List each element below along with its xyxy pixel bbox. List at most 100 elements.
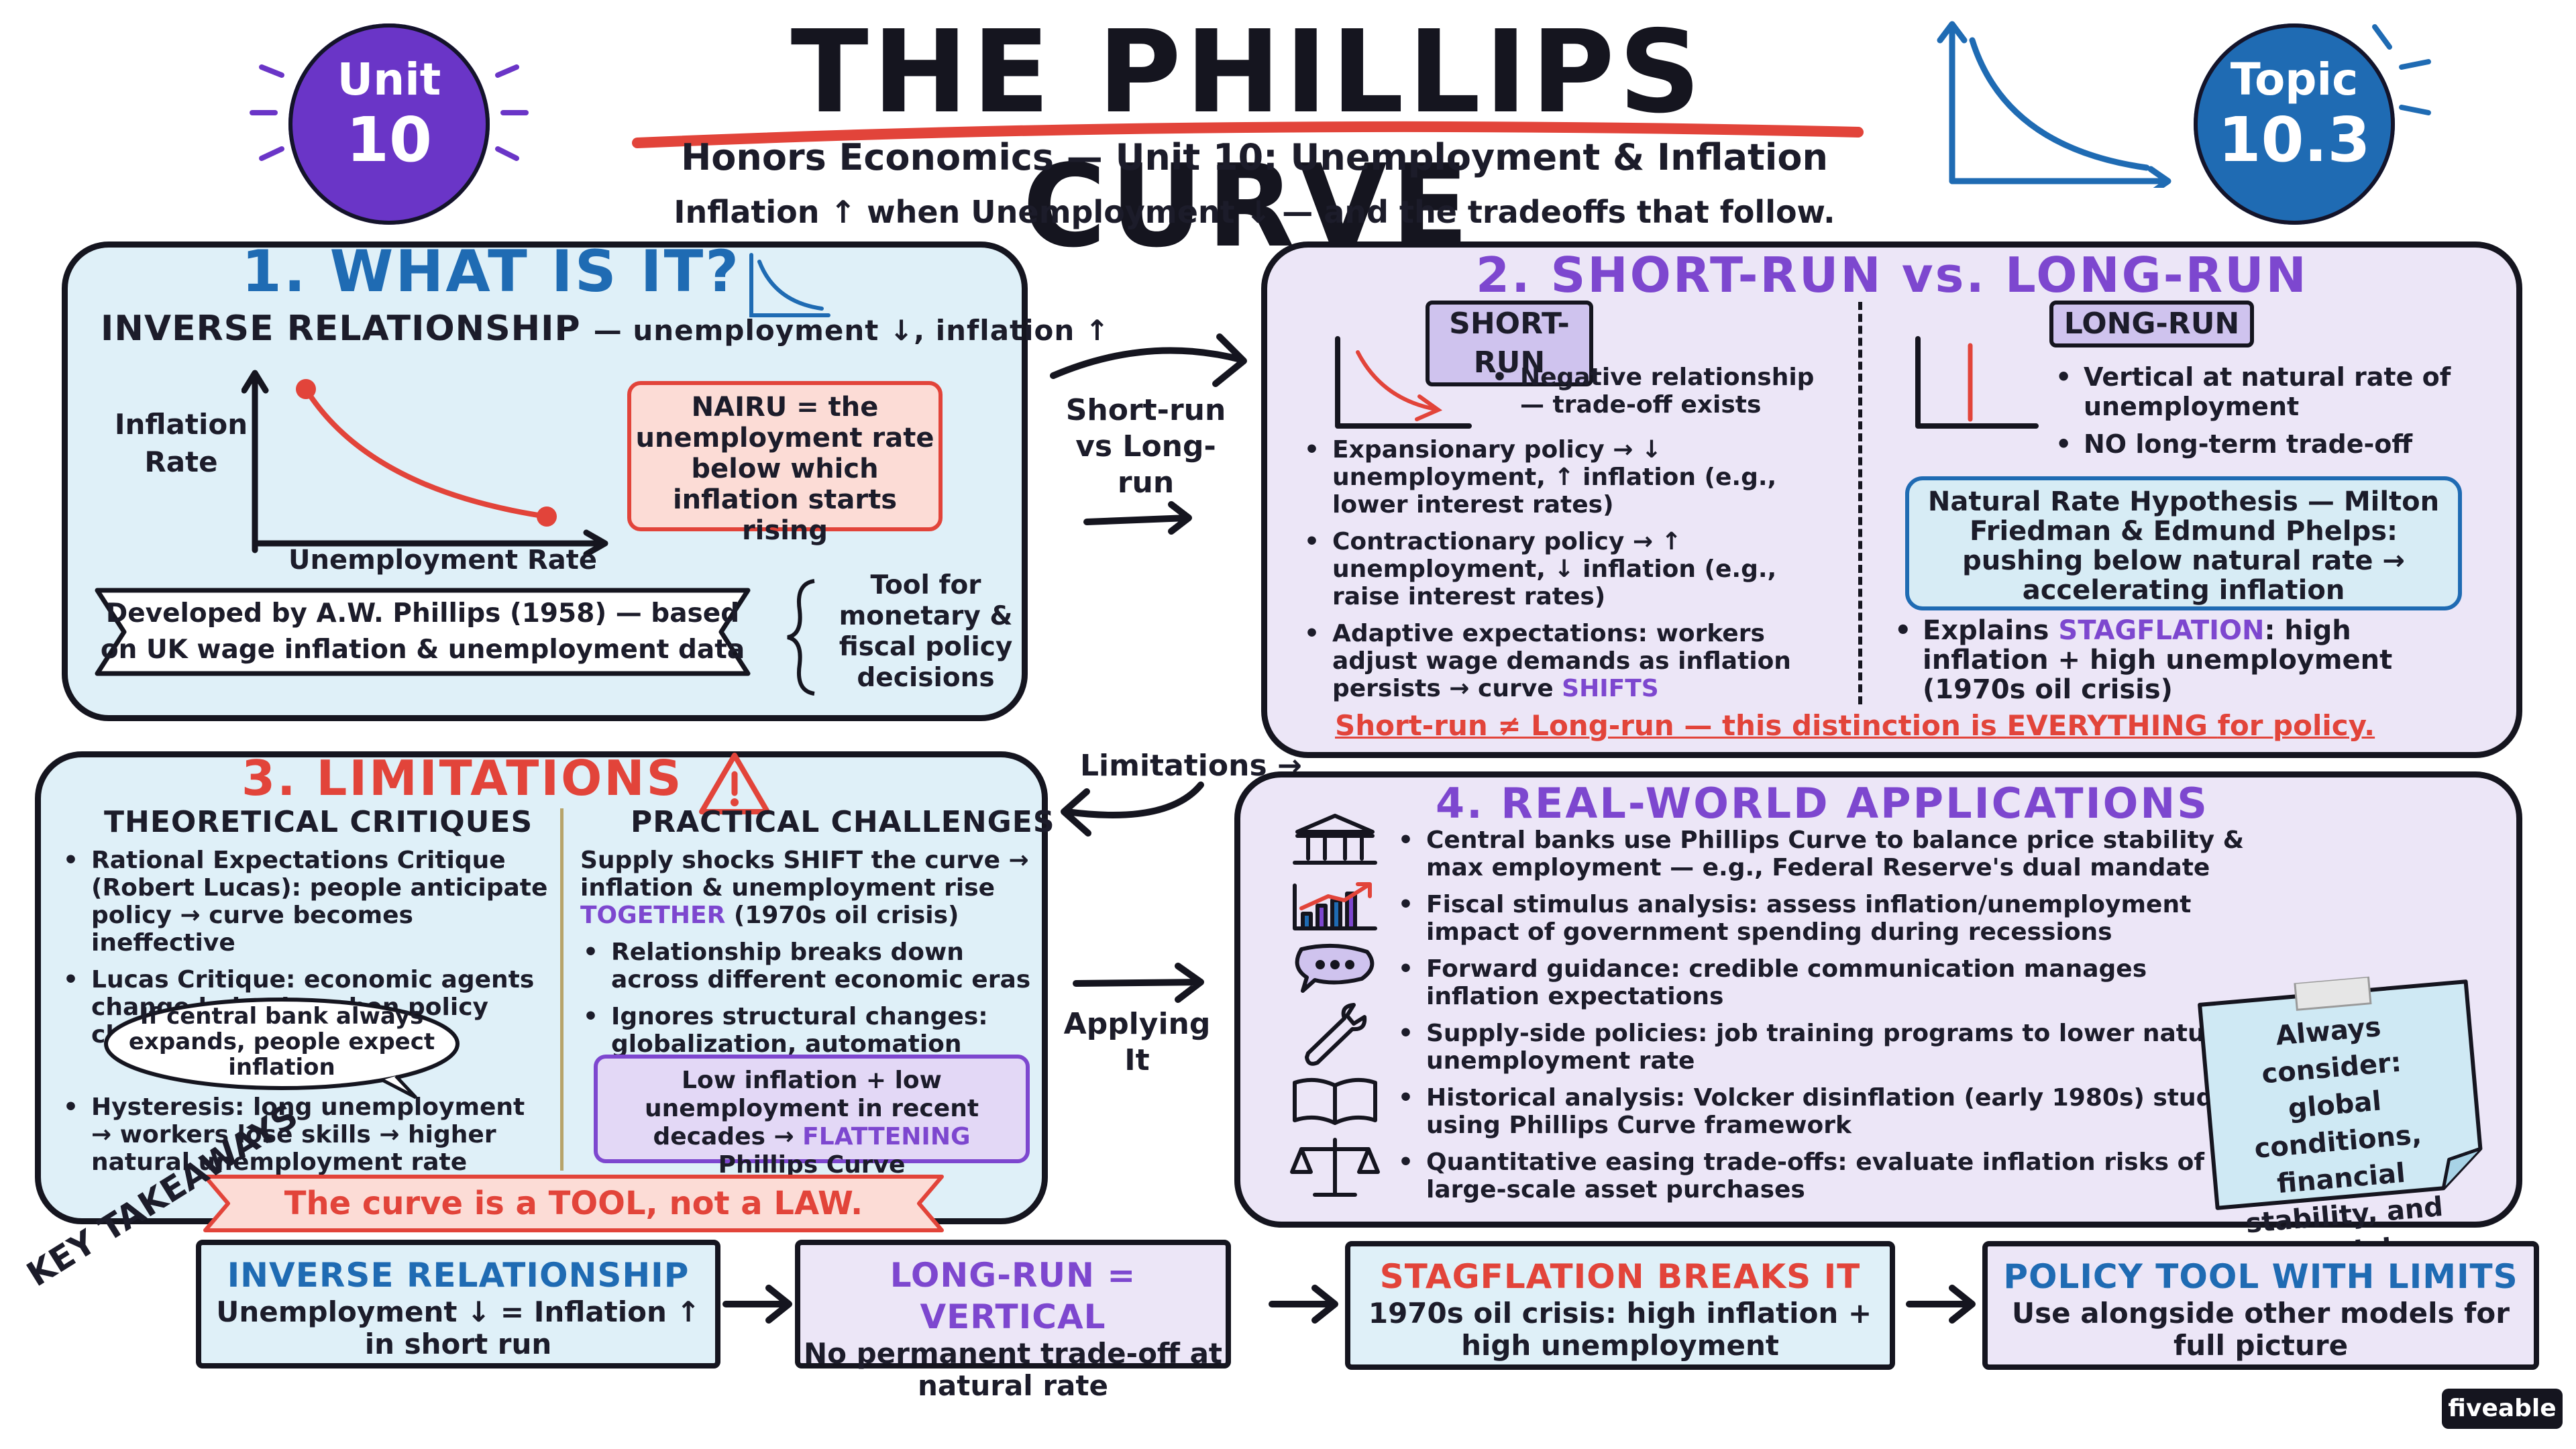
forward-guidance-item: Forward guidance: credible communication… [1395,955,2261,1010]
developed-note: Developed by A.W. Phillips (1958) — base… [100,598,745,665]
tool-not-law-banner-shape [203,1175,944,1232]
short-run-note: Negative relationship — trade-off exists [1489,364,1838,428]
thought-bubble-shape [104,998,460,1099]
takeaway-heading: STAGFLATION BREAKS IT [1379,1257,1861,1296]
unit-badge: Unit 10 [288,23,490,225]
tagline: Inflation ↑ when Unemployment ↓ — and th… [674,194,1835,230]
supply-shock-item: Supply shocks SHIFT the curve → inflatio… [580,847,1036,929]
supply-shock-text: Supply shocks SHIFT the curve → inflatio… [580,847,1029,902]
panel-2-divider [1858,302,1862,704]
application-icons [1290,814,1380,1197]
short-vs-long-label: Short-run vs Long-run [1065,393,1226,500]
page-title: THE PHILLIPS CURVE [790,6,1705,273]
applying-it-label: Applying It [1063,1007,1211,1077]
header-curve-icon [1937,21,2171,188]
panel-4-title: 4. REAL-WORLD APPLICATIONS [1436,779,2209,828]
conclusion-emphasis: EVERYTHING [2006,709,2208,742]
wrench-icon [1305,1003,1367,1066]
long-run-note-1: Vertical at natural rate of unemployment [2053,362,2455,431]
takeaway-card-inverse: INVERSE RELATIONSHIP Unemployment ↓ = In… [196,1240,720,1368]
title-underline [632,121,1864,148]
practical-challenges-list: Supply shocks SHIFT the curve → inflatio… [580,847,1036,1067]
warning-icon [699,753,770,814]
practical-challenges-heading: PRACTICAL CHALLENGES [631,805,1055,839]
takeaway-arrow-2 [1269,1285,1338,1324]
short-run-bullets: Expansionary policy → ↓ unemployment, ↑ … [1301,436,1851,712]
theoretical-critiques-heading: THEORETICAL CRITIQUES [104,805,533,839]
unit-badge-label: Unit [337,54,441,105]
arrow-to-panel-3 [1061,782,1204,837]
together-suffix: (1970s oil crisis) [733,902,959,929]
stagflation-note: Explains STAGFLATION: high inflation + h… [1892,616,2482,714]
book-icon [1293,1077,1377,1125]
takeaway-body: No permanent trade-off at natural rate [803,1337,1222,1402]
panel-3-title-text: 3. LIMITATIONS [241,750,684,806]
historical-analysis-item: Historical analysis: Volcker disinflatio… [1395,1084,2261,1139]
stagflation-item: Explains STAGFLATION: high inflation + h… [1892,616,2482,704]
panel-1-heading: INVERSE RELATIONSHIP — unemployment ↓, i… [101,305,1110,354]
vertical-note: Vertical at natural rate of unemployment [2053,362,2455,421]
developed-banner-shape [95,588,751,676]
takeaway-heading: POLICY TOOL WITH LIMITS [2003,1257,2518,1296]
speech-bubble-icon [1295,943,1375,993]
flattening-text-a: Low inflation + low unemployment in rece… [644,1067,979,1150]
subtitle: Honors Economics — Unit 10: Unemployment… [681,136,1828,178]
phillips-curve-graph [241,370,608,557]
long-run-graph [1915,336,2039,429]
shifts-word: SHIFTS [1562,675,1659,702]
takeaway-body: Use alongside other models for full pict… [2011,1297,2510,1362]
panel-2-title: 2. SHORT-RUN vs. LONG-RUN [1476,247,2308,303]
inverse-relationship-sub: — unemployment ↓, inflation ↑ [593,314,1110,347]
supply-side-item: Supply-side policies: job training progr… [1395,1020,2261,1075]
stagflation-prefix: Explains [1923,615,2049,646]
central-banks-item: Central banks use Phillips Curve to bala… [1395,826,2261,881]
topic-badge-value: 10.3 [2218,104,2371,176]
tool-note: Tool for monetary & fiscal policy decisi… [839,570,1013,693]
nairu-note: NAIRU = the unemployment rate below whic… [627,381,943,546]
long-run-note-2: NO long-term trade-off [2053,429,2455,468]
adaptive-expectations-item: Adaptive expectations: workers adjust wa… [1301,620,1851,702]
panel-3-title: 3. LIMITATIONS [241,745,684,812]
adaptive-expectations-text: Adaptive expectations: workers adjust wa… [1332,620,1791,702]
eras-item: Relationship breaks down across differen… [580,938,1036,994]
contractionary-policy-item: Contractionary policy → ↑ unemployment, … [1301,528,1851,610]
panel-3-divider [560,808,564,1171]
natural-rate-hypothesis-box: Natural Rate Hypothesis — Milton Friedma… [1905,476,2462,610]
takeaway-body: 1970s oil crisis: high inflation + high … [1368,1297,1872,1362]
bank-icon [1293,814,1377,865]
topic-badge: Topic 10.3 [2194,23,2395,225]
conclusion-part-a: Short-run ≠ Long-run — this distinction … [1335,709,1997,742]
fiveable-logo: fiveable [2442,1389,2563,1429]
takeaway-card-long-run: LONG-RUN = VERTICAL No permanent trade-o… [795,1240,1231,1402]
arrow-to-panel-2 [1050,333,1247,535]
short-run-note-text: Negative relationship — trade-off exists [1489,364,1838,419]
growth-chart-icon [1293,882,1377,930]
panel-2-conclusion: Short-run ≠ Long-run — this distinction … [1335,707,2475,745]
thought-bubble-text: If central bank always expands, people e… [128,1003,435,1081]
rational-expectations-item: Rational Expectations Critique (Robert L… [60,847,550,957]
together-word: TOGETHER [580,902,726,929]
sticky-note-shape [2198,975,2483,1210]
topic-badge-sparkles [2372,24,2431,115]
long-run-tag: LONG-RUN [2049,301,2254,347]
topic-badge-label: Topic [2230,54,2359,105]
fiscal-stimulus-item: Fiscal stimulus analysis: assess inflati… [1395,891,2261,946]
flattening-text-b: Phillips Curve [718,1151,906,1179]
no-tradeoff-note: NO long-term trade-off [2053,429,2455,459]
quantitative-easing-item: Quantitative easing trade-offs: evaluate… [1395,1148,2261,1203]
flattening-box: Low inflation + low unemployment in rece… [594,1055,1030,1179]
takeaway-heading: INVERSE RELATIONSHIP [227,1256,690,1295]
conclusion-part-c: for policy. [2217,709,2375,742]
stagflation-suffix: : high inflation + high unemployment (19… [1923,615,2393,705]
mini-curve-icon [749,253,830,317]
unit-badge-value: 10 [345,104,433,176]
panel-1-title: 1. WHAT IS IT? [241,238,741,305]
x-axis-label: Unemployment Rate [288,545,598,576]
stagflation-word: STAGFLATION [2058,615,2265,646]
hysteresis-item: Hysteresis: long unemployment → workers … [60,1093,550,1176]
scales-icon [1290,1138,1380,1197]
tool-not-law-banner: The curve is a TOOL, not a LAW. [284,1185,863,1222]
takeaway-card-policy-tool: POLICY TOOL WITH LIMITS Use alongside ot… [1982,1241,2539,1370]
takeaway-arrow-1 [722,1285,792,1324]
hysteresis-list: Hysteresis: long unemployment → workers … [60,1093,550,1185]
